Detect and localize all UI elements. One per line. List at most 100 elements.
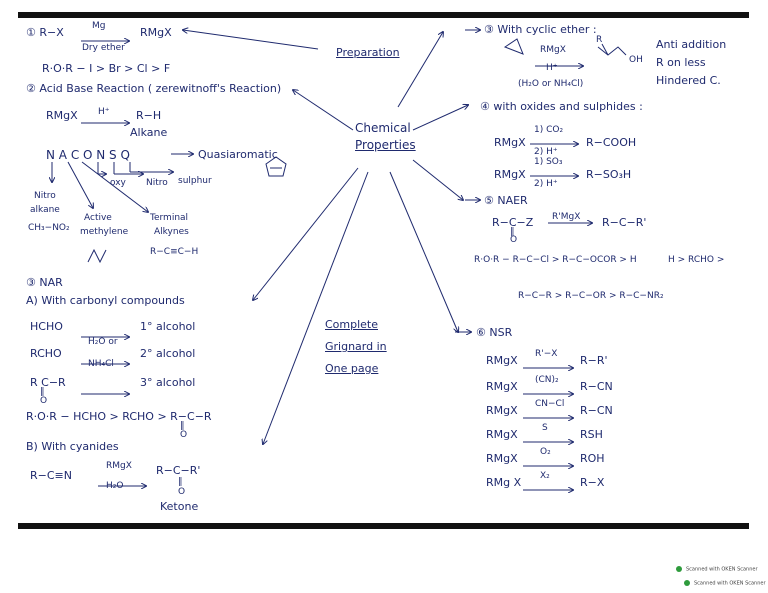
- nsr-lhs: RMgX: [486, 428, 518, 441]
- ketone-product: 3° alcohol: [140, 376, 196, 389]
- ketone-double-bond: ‖: [40, 387, 45, 397]
- cyclic-ether-r: R: [596, 35, 603, 45]
- naer-order-1: R·O·R − R−C−Cl > R−C−OCOR > H: [474, 255, 637, 265]
- nsr-product: RSH: [580, 428, 603, 441]
- connector-lines: [18, 12, 627, 529]
- nsr-product: ROH: [580, 452, 605, 465]
- oxides-title: ④ with oxides and sulphides :: [480, 100, 643, 113]
- scanner-watermark-1: Scanned with OKEN Scanner: [676, 566, 758, 573]
- center-title-2: Properties: [355, 138, 416, 152]
- acid-base-lhs: RMgX: [46, 109, 78, 122]
- oxides-lhs-2: RMgX: [494, 168, 526, 181]
- acid-base-reagent: H⁺: [98, 107, 110, 117]
- nitrile-product: R−C−R': [156, 464, 201, 477]
- complete-line-1: Complete: [325, 318, 379, 331]
- hcho-product: 1° alcohol: [140, 320, 196, 333]
- acid-base-product-name: Alkane: [130, 126, 168, 139]
- oxy-label: oxy: [110, 178, 126, 188]
- oxides-lhs-1: RMgX: [494, 136, 526, 149]
- nsr-lhs: RMgX: [486, 404, 518, 417]
- acid-base-title: ② Acid Base Reaction ( zerewitnoff's Rea…: [26, 82, 282, 95]
- cyclic-ether-condition-2: (H₂O or NH₄Cl): [518, 79, 584, 89]
- ketone-reactant: R C−R: [30, 376, 66, 389]
- nitrile-product-oxygen: O: [178, 487, 186, 497]
- complete-line-3: One page: [325, 362, 379, 375]
- ketone-oxygen: O: [40, 396, 48, 406]
- naer-order-2: R−C−R > R−C−OR > R−C−NR₂: [518, 291, 664, 301]
- prep-reactant: ① R−X: [26, 26, 64, 39]
- halide-order: R·O·R − I > Br > Cl > F: [42, 62, 171, 75]
- nsr-lhs: RMg X: [486, 476, 522, 489]
- top-border: [18, 12, 749, 18]
- nsr-product: R−R': [580, 354, 608, 367]
- nsr-reagent: CN−Cl: [535, 399, 565, 409]
- rcho-reagent-2: NH₄Cl: [88, 359, 114, 369]
- nitro-alkane-label: Nitro: [34, 191, 56, 201]
- carbonyl-order-oxygen: O: [180, 430, 188, 440]
- r-on-less-note: R on less: [656, 56, 706, 69]
- oxides-reagent-2b: 2) H⁺: [534, 179, 558, 189]
- nsr-reagent: (CN)₂: [535, 375, 559, 385]
- nsr-title: ⑥ NSR: [476, 326, 513, 339]
- cyclic-ether-condition: H⁺: [546, 63, 558, 73]
- nsr-reagent: R'−X: [535, 349, 558, 359]
- nsr-product: R−CN: [580, 404, 613, 417]
- alkyne-formula: R−C≡C−H: [150, 247, 199, 257]
- nitrile-reagent: RMgX: [106, 461, 132, 471]
- nitro-alkane-label-2: alkane: [30, 205, 60, 215]
- scanner-logo-icon: [684, 580, 690, 586]
- cyclic-ether-reagent: RMgX: [540, 45, 566, 55]
- rcho-reagent: H₂O or: [88, 337, 118, 347]
- nsr-product: R−X: [580, 476, 605, 489]
- quasiaromatic-label: Quasiaromatic: [198, 148, 278, 161]
- terminal-label: Terminal: [150, 213, 189, 223]
- oxides-reagent-1b: 2) H⁺: [534, 147, 558, 157]
- center-title-1: Chemical: [355, 121, 411, 135]
- notes-sheet: Chemical Properties Preparation Complete…: [18, 12, 749, 529]
- sulphur-label: sulphur: [178, 176, 212, 186]
- nitro-label: Nitro: [146, 178, 168, 188]
- carbonyl-order-bond: ‖: [180, 421, 185, 431]
- oxides-product-1: R−COOH: [586, 136, 637, 149]
- nitro-formula: CH₃−NO₂: [28, 223, 70, 233]
- nsr-reagent: O₂: [540, 447, 551, 457]
- prep-condition: Dry ether: [82, 43, 125, 53]
- nsr-reagent: S: [542, 423, 548, 433]
- ketone-label: Ketone: [160, 500, 199, 513]
- bottom-border: [18, 523, 749, 529]
- carbonyl-heading: A) With carbonyl compounds: [26, 294, 185, 307]
- acid-base-product: R−H: [136, 109, 162, 122]
- scanner-watermark-2: Scanned with OKEN Scanner: [684, 580, 766, 587]
- cyclic-ether-oh: OH: [629, 55, 643, 65]
- naer-lhs-bond: ‖: [510, 227, 515, 237]
- naconsq-letters: N A C O N S Q: [46, 148, 130, 162]
- nitrile-condition: H₂O: [106, 481, 124, 491]
- nsr-lhs: RMgX: [486, 380, 518, 393]
- oxides-reagent-2a: 1) SO₃: [534, 157, 563, 167]
- hindered-c-note: Hindered C.: [656, 74, 721, 87]
- naer-reagent: R'MgX: [552, 212, 581, 222]
- rcho-product: 2° alcohol: [140, 347, 196, 360]
- nitrile-product-bond: ‖: [178, 477, 183, 487]
- hcho-reactant: HCHO: [30, 320, 63, 333]
- methylene-label: methylene: [80, 227, 129, 237]
- prep-product: RMgX: [140, 26, 172, 39]
- scanner-logo-icon: [676, 566, 682, 572]
- oxides-reagent-1a: 1) CO₂: [534, 125, 564, 135]
- naer-title: ⑤ NAER: [484, 194, 528, 207]
- oxides-product-2: R−SO₃H: [586, 168, 632, 181]
- nsr-lhs: RMgX: [486, 354, 518, 367]
- prep-reagent: Mg: [92, 21, 106, 31]
- cyanide-heading: B) With cyanides: [26, 440, 119, 453]
- naer-lhs: R−C−Z: [492, 216, 534, 229]
- nitrile-reactant: R−C≡N: [30, 469, 72, 482]
- naer-product: R−C−R': [602, 216, 647, 229]
- nar-title: ③ NAR: [26, 276, 63, 289]
- cyclic-ether-title: ③ With cyclic ether :: [484, 23, 597, 36]
- naer-lhs-oxygen: O: [510, 235, 518, 245]
- carbonyl-order: R·O·R − HCHO > RCHO > R−C−R: [26, 410, 212, 423]
- complete-line-2: Grignard in: [325, 340, 387, 353]
- nsr-reagent: X₂: [540, 471, 550, 481]
- alkynes-label: Alkynes: [154, 227, 189, 237]
- preparation-label: Preparation: [336, 46, 400, 59]
